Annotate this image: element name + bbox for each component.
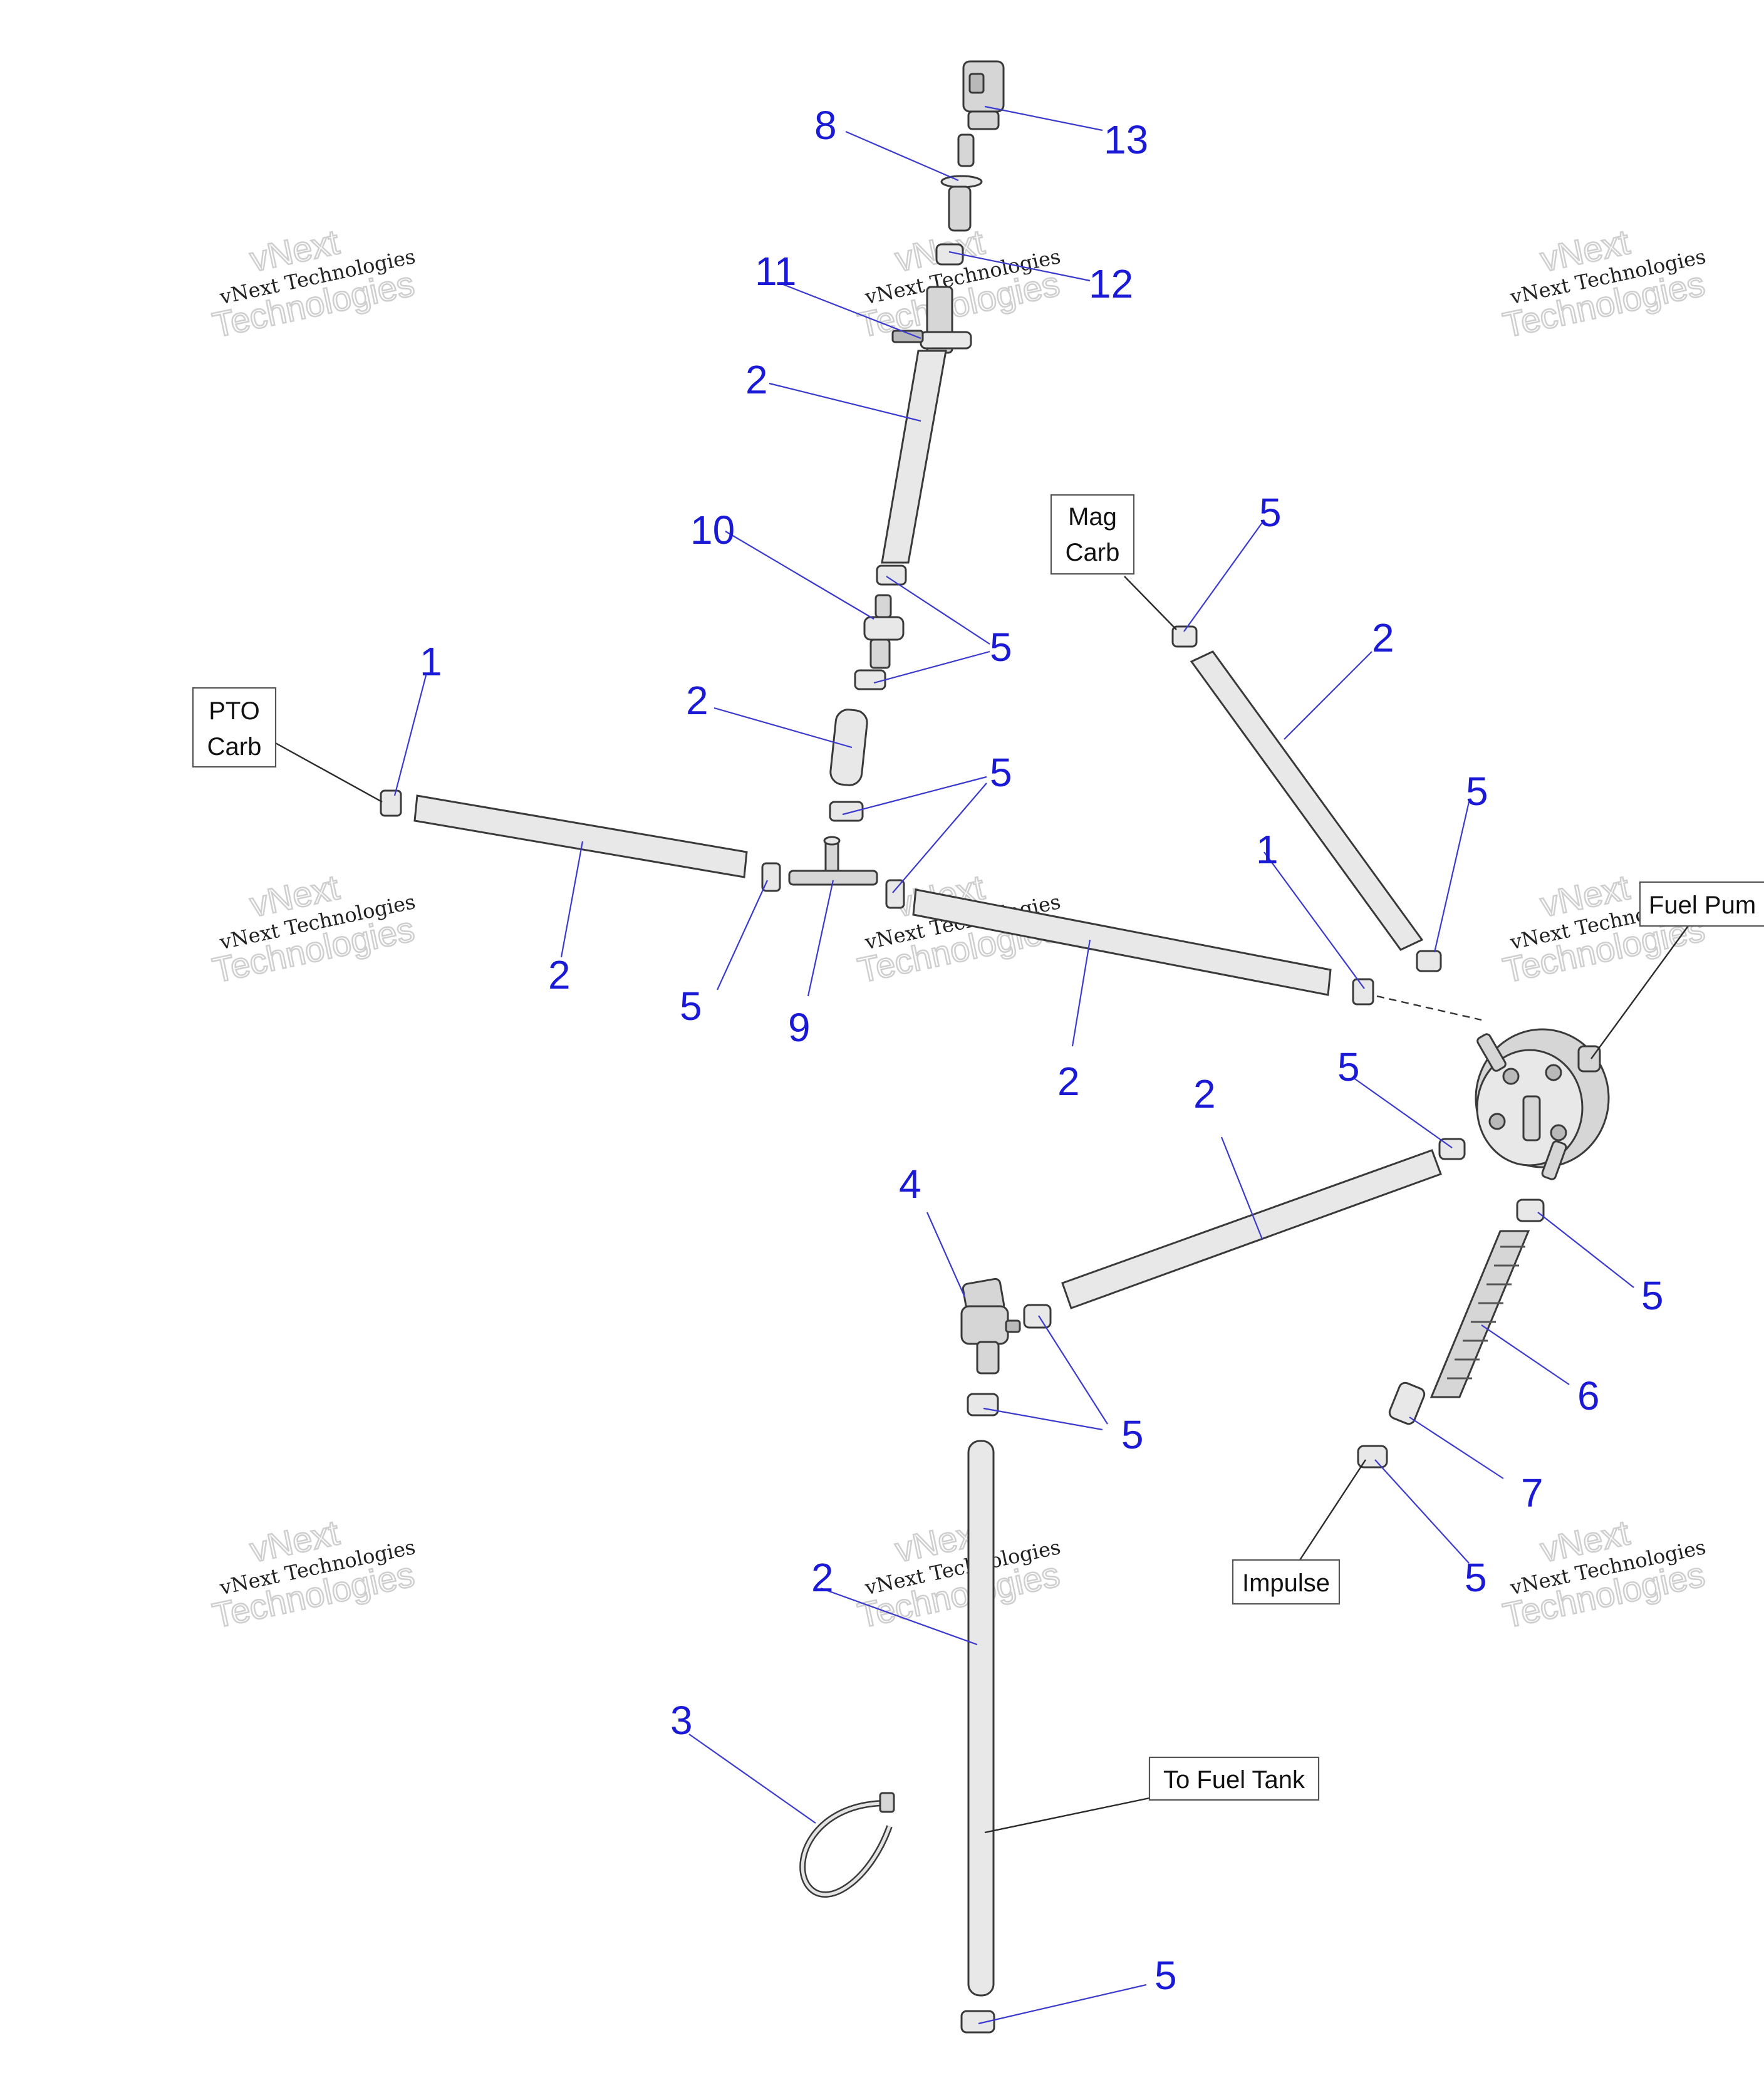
svg-text:To Fuel Tank: To Fuel Tank: [1163, 1766, 1305, 1794]
svg-text:Carb: Carb: [207, 733, 262, 761]
tee-fitting-part: [788, 836, 878, 886]
fuel-pump-part: [1475, 1028, 1610, 1180]
fuel-hose-pto: [413, 794, 748, 878]
fuel-hose-pump-to-valve: [1061, 1149, 1442, 1309]
svg-text:Fuel Pum: Fuel Pum: [1649, 892, 1756, 919]
callout-5-pump-outlet: 5: [1641, 1273, 1664, 1318]
hose-clamp-tee-left: [761, 862, 781, 892]
callout-6: 6: [1577, 1373, 1600, 1418]
callout-2-top: 2: [745, 357, 768, 402]
impulse-label: Impulse: [1232, 1559, 1341, 1605]
callout-11: 11: [755, 249, 796, 294]
hose-clamp-valve-bottom: [967, 1393, 999, 1417]
watermark-top-right: vNext vNext Technologies Technologies: [1499, 221, 1709, 346]
svg-text:Impulse: Impulse: [1242, 1569, 1330, 1597]
callout-5-tee-left: 5: [680, 984, 702, 1029]
callout-2-short: 2: [686, 678, 708, 723]
callout-7: 7: [1521, 1470, 1544, 1516]
svg-text:Mag: Mag: [1068, 503, 1117, 531]
fuel-fitting-part: [940, 133, 983, 232]
callout-2-pump-valve: 2: [1193, 1071, 1216, 1116]
callout-5-mag: 5: [1259, 490, 1282, 535]
hose-clamp-fuel-pump-inlet: [1352, 978, 1374, 1006]
callout-2-tank: 2: [811, 1555, 834, 1600]
fuel-hose-short: [829, 709, 868, 786]
hose-clamp-pto: [380, 789, 402, 817]
cable-tie-part: [799, 1792, 895, 1898]
fuel-pump-label: Fuel Pum: [1639, 881, 1764, 927]
callout-5-tank: 5: [1154, 1953, 1177, 1998]
fuel-hose-to-tank: [967, 1440, 995, 1997]
pto-carb-label: PTO Carb: [192, 687, 277, 768]
quick-connector-part: [962, 60, 1005, 130]
hose-clamp-mag: [1171, 625, 1198, 648]
hose-clamp-upper-a: [876, 564, 907, 586]
svg-text:Carb: Carb: [1066, 539, 1120, 566]
hose-clamp-valve-right: [1023, 1304, 1052, 1329]
watermark-mid-left: vNext vNext Technologies Technologies: [209, 866, 418, 991]
callout-5-pump: 5: [1337, 1044, 1360, 1089]
watermark-bottom-left: vNext vNext Technologies Technologies: [209, 1512, 418, 1636]
callout-1-pump: 1: [1256, 827, 1279, 872]
check-valve-part: [863, 594, 905, 669]
callout-5-mag-lower: 5: [1466, 769, 1488, 814]
callout-8: 8: [814, 103, 837, 148]
callout-4: 4: [899, 1162, 921, 1207]
leader-lines: [393, 105, 1634, 2025]
hose-clamp-upper-b: [854, 669, 886, 690]
callout-5-impulse: 5: [1465, 1555, 1487, 1600]
watermark-bottom-right: vNext vNext Technologies Technologies: [1499, 1512, 1709, 1636]
hose-clamp-tee-right: [885, 879, 905, 909]
to-fuel-tank-label: To Fuel Tank: [1148, 1756, 1320, 1801]
hose-clamp-mag-lower: [1416, 950, 1442, 972]
callout-2-mag: 2: [1372, 615, 1394, 660]
callout-5-valve: 5: [990, 625, 1012, 670]
callout-12: 12: [1089, 261, 1133, 306]
callout-numbers: 13 8 12 11 2 10 5 5 2 5 1 2 5 9 2 1 5 2 …: [420, 103, 1664, 1998]
connection-dashed-line: [1376, 995, 1482, 1021]
fuel-shutoff-valve-part: [960, 1277, 1021, 1375]
callout-1-pto: 1: [420, 639, 442, 684]
callout-13: 13: [1104, 117, 1148, 162]
callout-5-tee: 5: [990, 750, 1012, 795]
callout-10: 10: [690, 507, 735, 553]
callout-2-center: 2: [1057, 1059, 1080, 1104]
svg-text:PTO: PTO: [209, 697, 260, 725]
fuel-hose-center: [912, 888, 1332, 996]
fuel-hose-mag: [1190, 650, 1424, 951]
hose-clamp-impulse: [1357, 1445, 1388, 1469]
impulse-hose-spring-part: [1388, 1230, 1530, 1425]
mag-carb-label: Mag Carb: [1050, 494, 1135, 575]
fuel-hose-top: [881, 350, 947, 564]
watermark-bottom-center: vNext vNext Technologies Technologies: [854, 1512, 1064, 1636]
watermark-top-left: vNext vNext Technologies Technologies: [209, 221, 418, 346]
hose-clamp-tank: [960, 2010, 995, 2034]
callout-3: 3: [670, 1698, 693, 1743]
hose-clamp-tee-top: [829, 801, 864, 822]
callout-9: 9: [788, 1005, 811, 1050]
callout-2-pto: 2: [548, 952, 571, 997]
label-leaders: [274, 576, 1689, 1834]
callout-5-valve-right: 5: [1121, 1412, 1144, 1457]
hose-clamp-impulse-top: [1516, 1198, 1545, 1222]
bracket-part: [891, 286, 972, 354]
